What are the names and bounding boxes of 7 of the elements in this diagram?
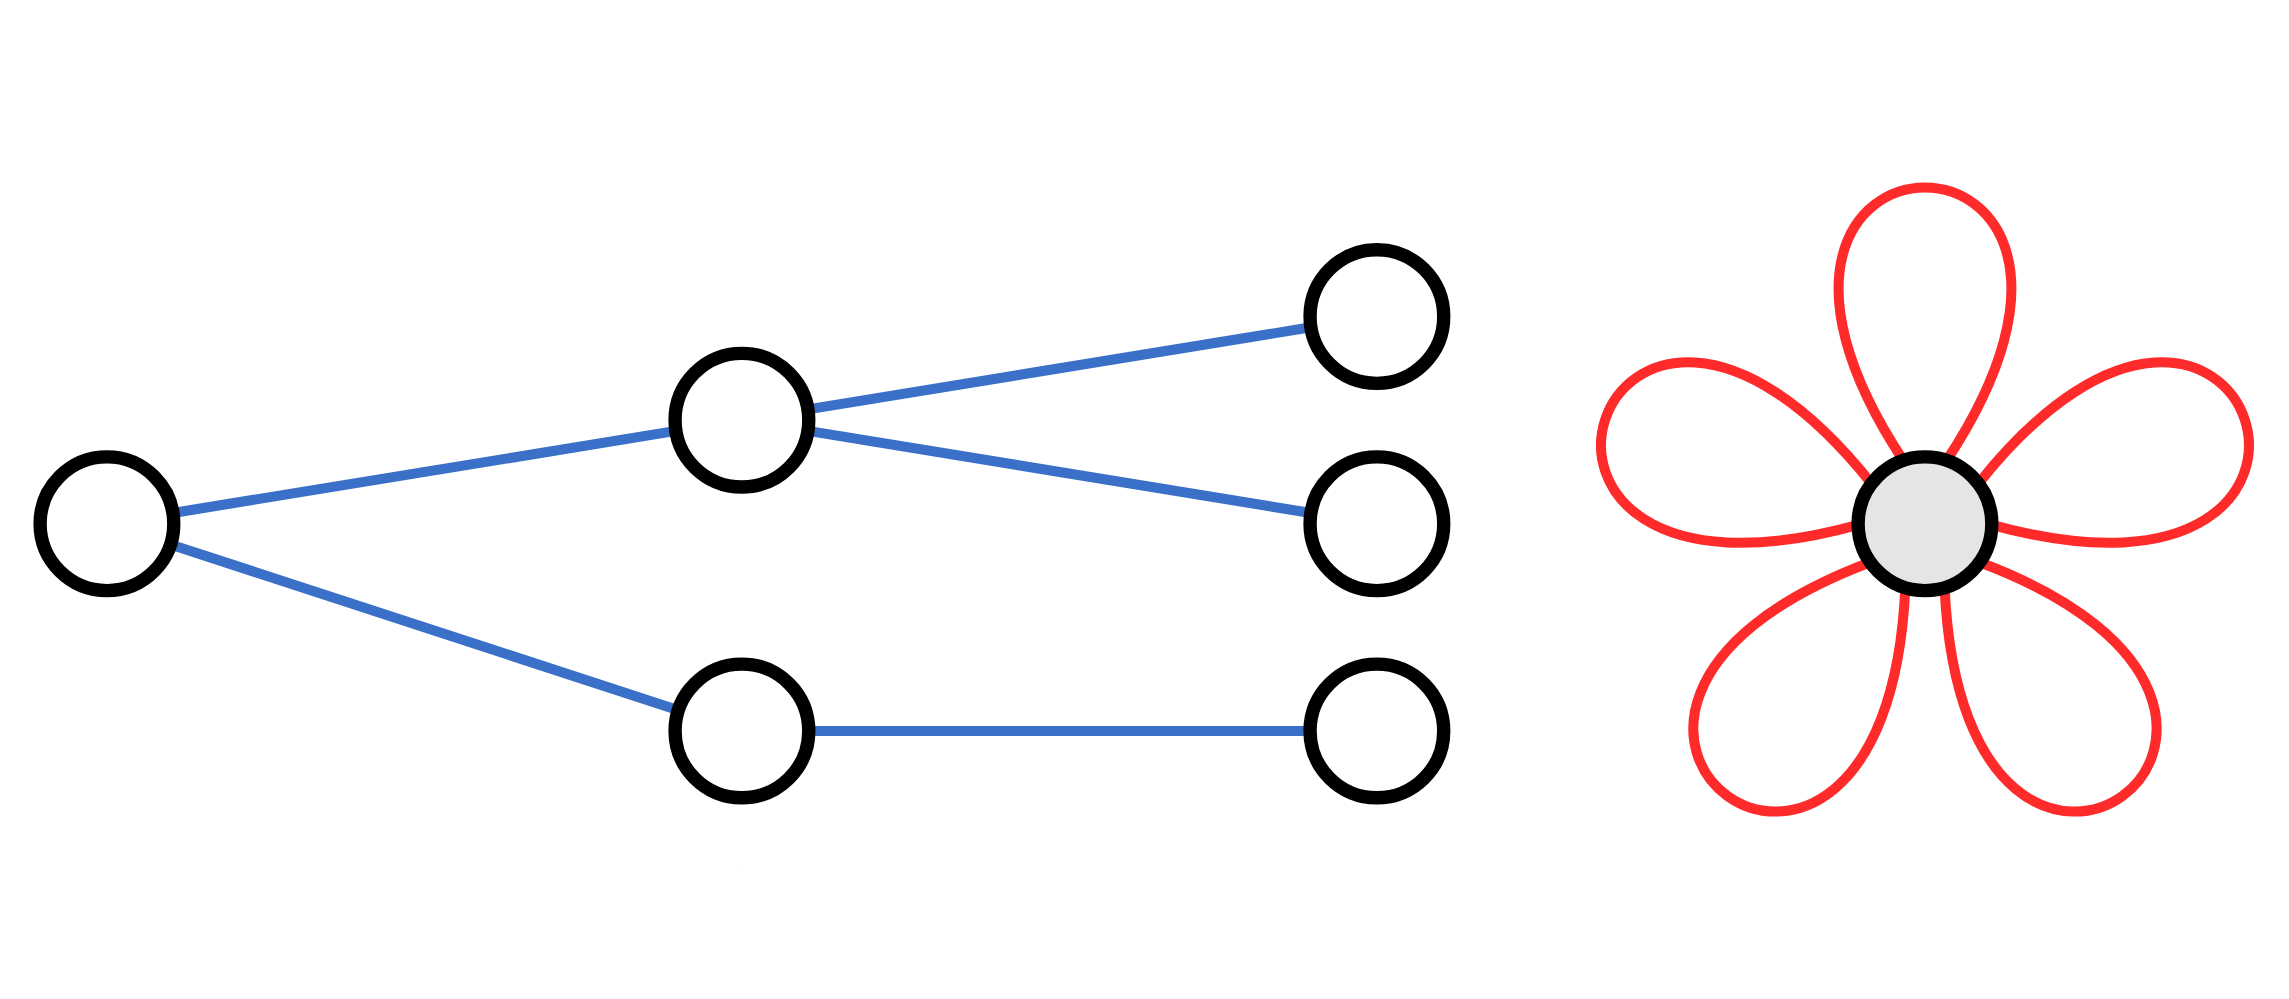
- node-circle: [668, 657, 816, 805]
- node-circle: [1303, 450, 1451, 598]
- node-circle: [1303, 657, 1451, 805]
- node-circle: [668, 346, 816, 494]
- node-circle: [1851, 450, 1999, 598]
- node-circle: [33, 450, 181, 598]
- node-circle: [1303, 243, 1451, 391]
